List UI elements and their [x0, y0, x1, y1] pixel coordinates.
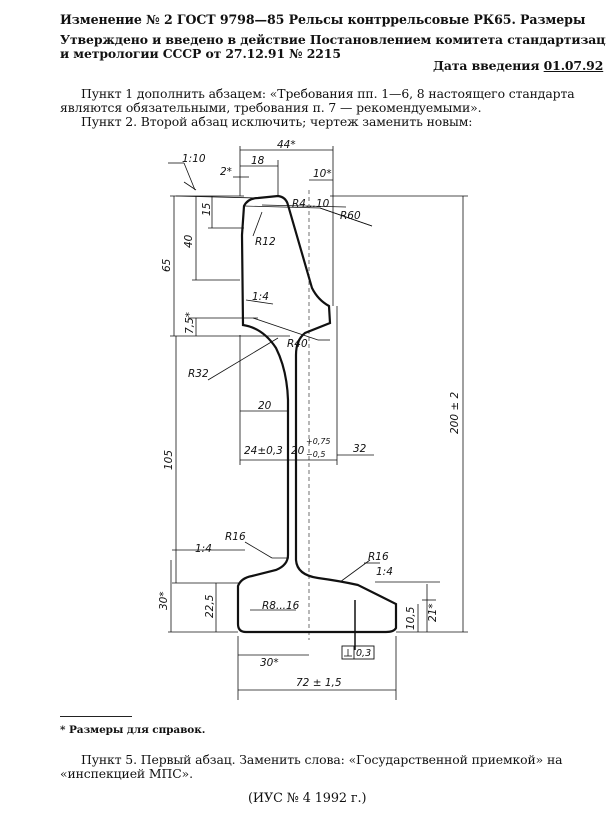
- dim-24: 24±0,3: [244, 445, 283, 457]
- dim-20: 20: [291, 445, 305, 457]
- effective-date-value: 01.07.92: [543, 58, 604, 73]
- dim-105: 105: [163, 450, 175, 470]
- slope-top: 1:10: [182, 153, 206, 165]
- radius-r4-10: R4...10: [292, 198, 330, 210]
- tolerance-value: 0,3: [356, 648, 371, 659]
- dim-30-horizontal: 30*: [260, 657, 279, 669]
- dim-15: 15: [201, 202, 213, 216]
- paragraph-2: Пункт 2. Второй абзац исключить; чертеж …: [81, 114, 473, 129]
- dim-72: 72 ± 1,5: [296, 677, 342, 689]
- effective-date-label: Дата введения: [433, 58, 540, 73]
- dim-44: 44*: [277, 139, 296, 151]
- dim-40: 40: [183, 234, 195, 248]
- dim-2: 2*: [220, 166, 232, 178]
- dim-18: 18: [251, 155, 265, 167]
- tol-upper: +0,75: [306, 437, 331, 446]
- slope-mid: 1:4: [252, 291, 269, 303]
- paragraph-5-line-2: «инспекцией МПС».: [60, 766, 193, 781]
- radius-r8-16: R8...16: [262, 600, 300, 612]
- footnote-divider: [60, 716, 132, 717]
- radius-r60: R60: [340, 210, 361, 222]
- paragraph-1-line-1: Пункт 1 дополнить абзацем: «Требования п…: [81, 86, 575, 101]
- dim-32: 32: [353, 443, 367, 455]
- rail-outline: [236, 194, 398, 634]
- dim-22-5: 22,5: [204, 594, 216, 618]
- paragraph-5-line-1: Пункт 5. Первый абзац. Заменить слова: «…: [81, 752, 563, 767]
- dim-65: 65: [161, 258, 173, 272]
- approval-line-2: и метрологии СССР от 27.12.91 № 2215: [60, 46, 341, 61]
- approval-line-1: Утверждено и введено в действие Постанов…: [60, 32, 606, 47]
- document-title: Изменение № 2 ГОСТ 9798—85 Рельсы контрр…: [60, 12, 586, 27]
- effective-date-line: Дата введения 01.07.92: [433, 58, 603, 73]
- dim-20-top: 20: [258, 400, 272, 412]
- radius-r12: R12: [255, 236, 276, 248]
- dim-7-5: 7,5*: [184, 312, 196, 334]
- dim-10: 10*: [313, 168, 332, 180]
- dim-200: 200 ± 2: [449, 391, 461, 434]
- radius-r16-left: R16: [225, 531, 246, 543]
- radius-r32: R32: [188, 368, 209, 380]
- paragraph-1-line-2: являются обязательными, требования п. 7 …: [60, 100, 482, 115]
- tol-lower: −0,5: [306, 450, 325, 459]
- dim-10-5: 10,5: [405, 606, 417, 630]
- slope-right: 1:4: [376, 566, 393, 578]
- radius-r40: R40: [287, 338, 308, 350]
- dim-21: 21*: [427, 603, 439, 622]
- dim-30-vertical: 30*: [158, 591, 170, 610]
- slope-left: 1:4: [195, 543, 212, 555]
- radius-r16-right: R16: [368, 551, 389, 563]
- publication-reference: (ИУС № 4 1992 г.): [248, 791, 367, 806]
- footnote: * Размеры для справок.: [60, 724, 206, 736]
